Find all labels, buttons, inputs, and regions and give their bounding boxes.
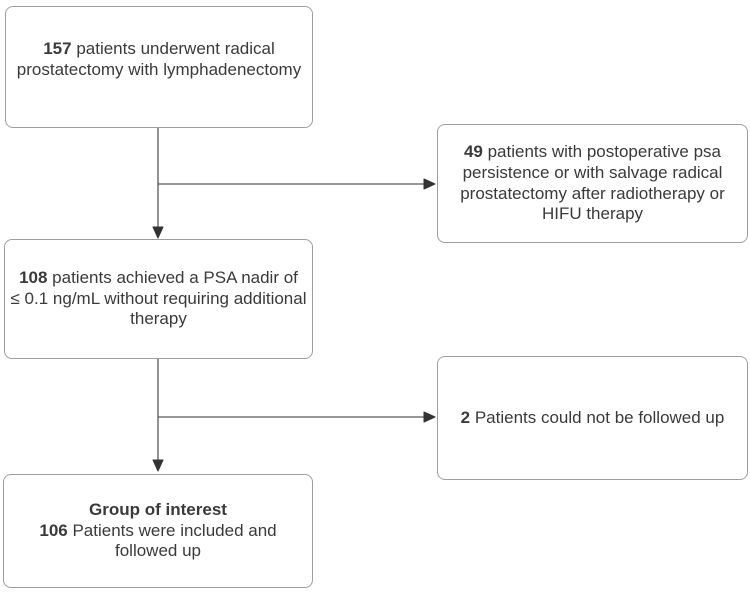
box-description: Patients could not be followed up <box>470 407 725 427</box>
patient-count: 49 <box>463 142 483 162</box>
box-psa-nadir-achieved: 108 patients achieved a PSA nadir of ≤ 0… <box>4 239 313 359</box>
box-text: 157 patients underwent radical prostatec… <box>6 39 312 80</box>
box-group-of-interest: Group of interest 106 Patients were incl… <box>3 474 313 588</box>
box-title: Group of interest <box>89 499 227 519</box>
patient-count: 106 <box>39 520 68 540</box>
arrow-nadir-to-lost <box>158 411 436 423</box>
box-excluded-psa-persistence: 49 patients with postoperative psa persi… <box>437 124 748 243</box>
box-lost-to-followup: 2 Patients could not be followed up <box>437 356 748 480</box>
box-description: patients underwent radical prostatectomy… <box>16 39 302 79</box>
box-text: 49 patients with postoperative psa persi… <box>438 142 747 225</box>
box-text: 2 Patients could not be followed up <box>438 408 747 429</box>
box-text: 108 patients achieved a PSA nadir of ≤ 0… <box>5 268 312 330</box>
patient-count: 2 <box>460 407 471 427</box>
box-text: Group of interest 106 Patients were incl… <box>4 500 312 562</box>
arrow-total-to-excluded <box>158 178 436 190</box>
patient-count: 108 <box>19 267 48 287</box>
box-description: patients with postoperative psa persiste… <box>460 142 725 224</box>
box-description: patients achieved a PSA nadir of ≤ 0.1 n… <box>10 267 307 329</box>
arrow-total-to-nadir <box>152 128 164 239</box>
box-subtext: 106 Patients were included and followed … <box>6 521 310 562</box>
patient-count: 157 <box>43 39 72 59</box>
box-description: Patients were included and followed up <box>72 520 277 561</box>
box-total-cohort: 157 patients underwent radical prostatec… <box>5 6 313 128</box>
arrow-nadir-to-group <box>152 359 164 472</box>
